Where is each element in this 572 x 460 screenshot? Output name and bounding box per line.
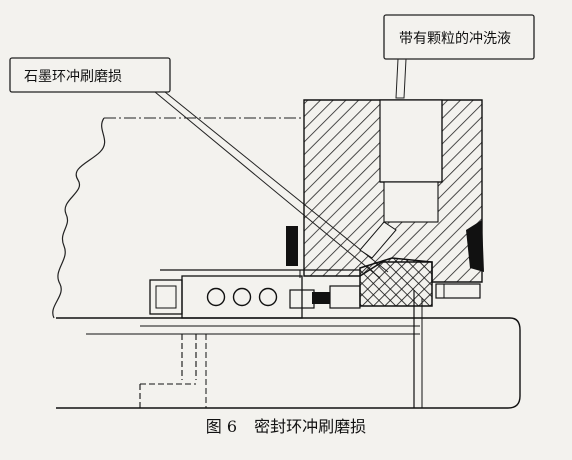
flush-port bbox=[379, 99, 443, 183]
break-line bbox=[52, 117, 106, 319]
small-oring bbox=[312, 292, 330, 304]
pin-right bbox=[435, 283, 481, 299]
spring-coil-2 bbox=[232, 287, 252, 307]
caption-title: 密封环冲刷磨损 bbox=[254, 417, 367, 436]
shaft-sleeve bbox=[56, 317, 521, 409]
oring-right bbox=[466, 220, 484, 272]
caption-number: 图 6 bbox=[205, 417, 238, 436]
spring-retainer bbox=[181, 275, 303, 319]
callout-box-graphite bbox=[9, 57, 171, 93]
leader-line-flush bbox=[395, 58, 407, 99]
spring-coil-3 bbox=[258, 287, 278, 307]
figure-caption: 图 6 密封环冲刷磨损 bbox=[0, 413, 572, 437]
spring-coil-1 bbox=[206, 287, 226, 307]
seat-block bbox=[149, 279, 183, 315]
callout-box-flush bbox=[383, 14, 535, 60]
gland-gasket bbox=[286, 226, 298, 266]
callout-particle-flush: 带有颗粒的冲洗液 bbox=[399, 31, 511, 47]
graphite-ring bbox=[359, 257, 433, 307]
callout-graphite-erosion: 石墨环冲刷磨损 bbox=[24, 69, 122, 85]
